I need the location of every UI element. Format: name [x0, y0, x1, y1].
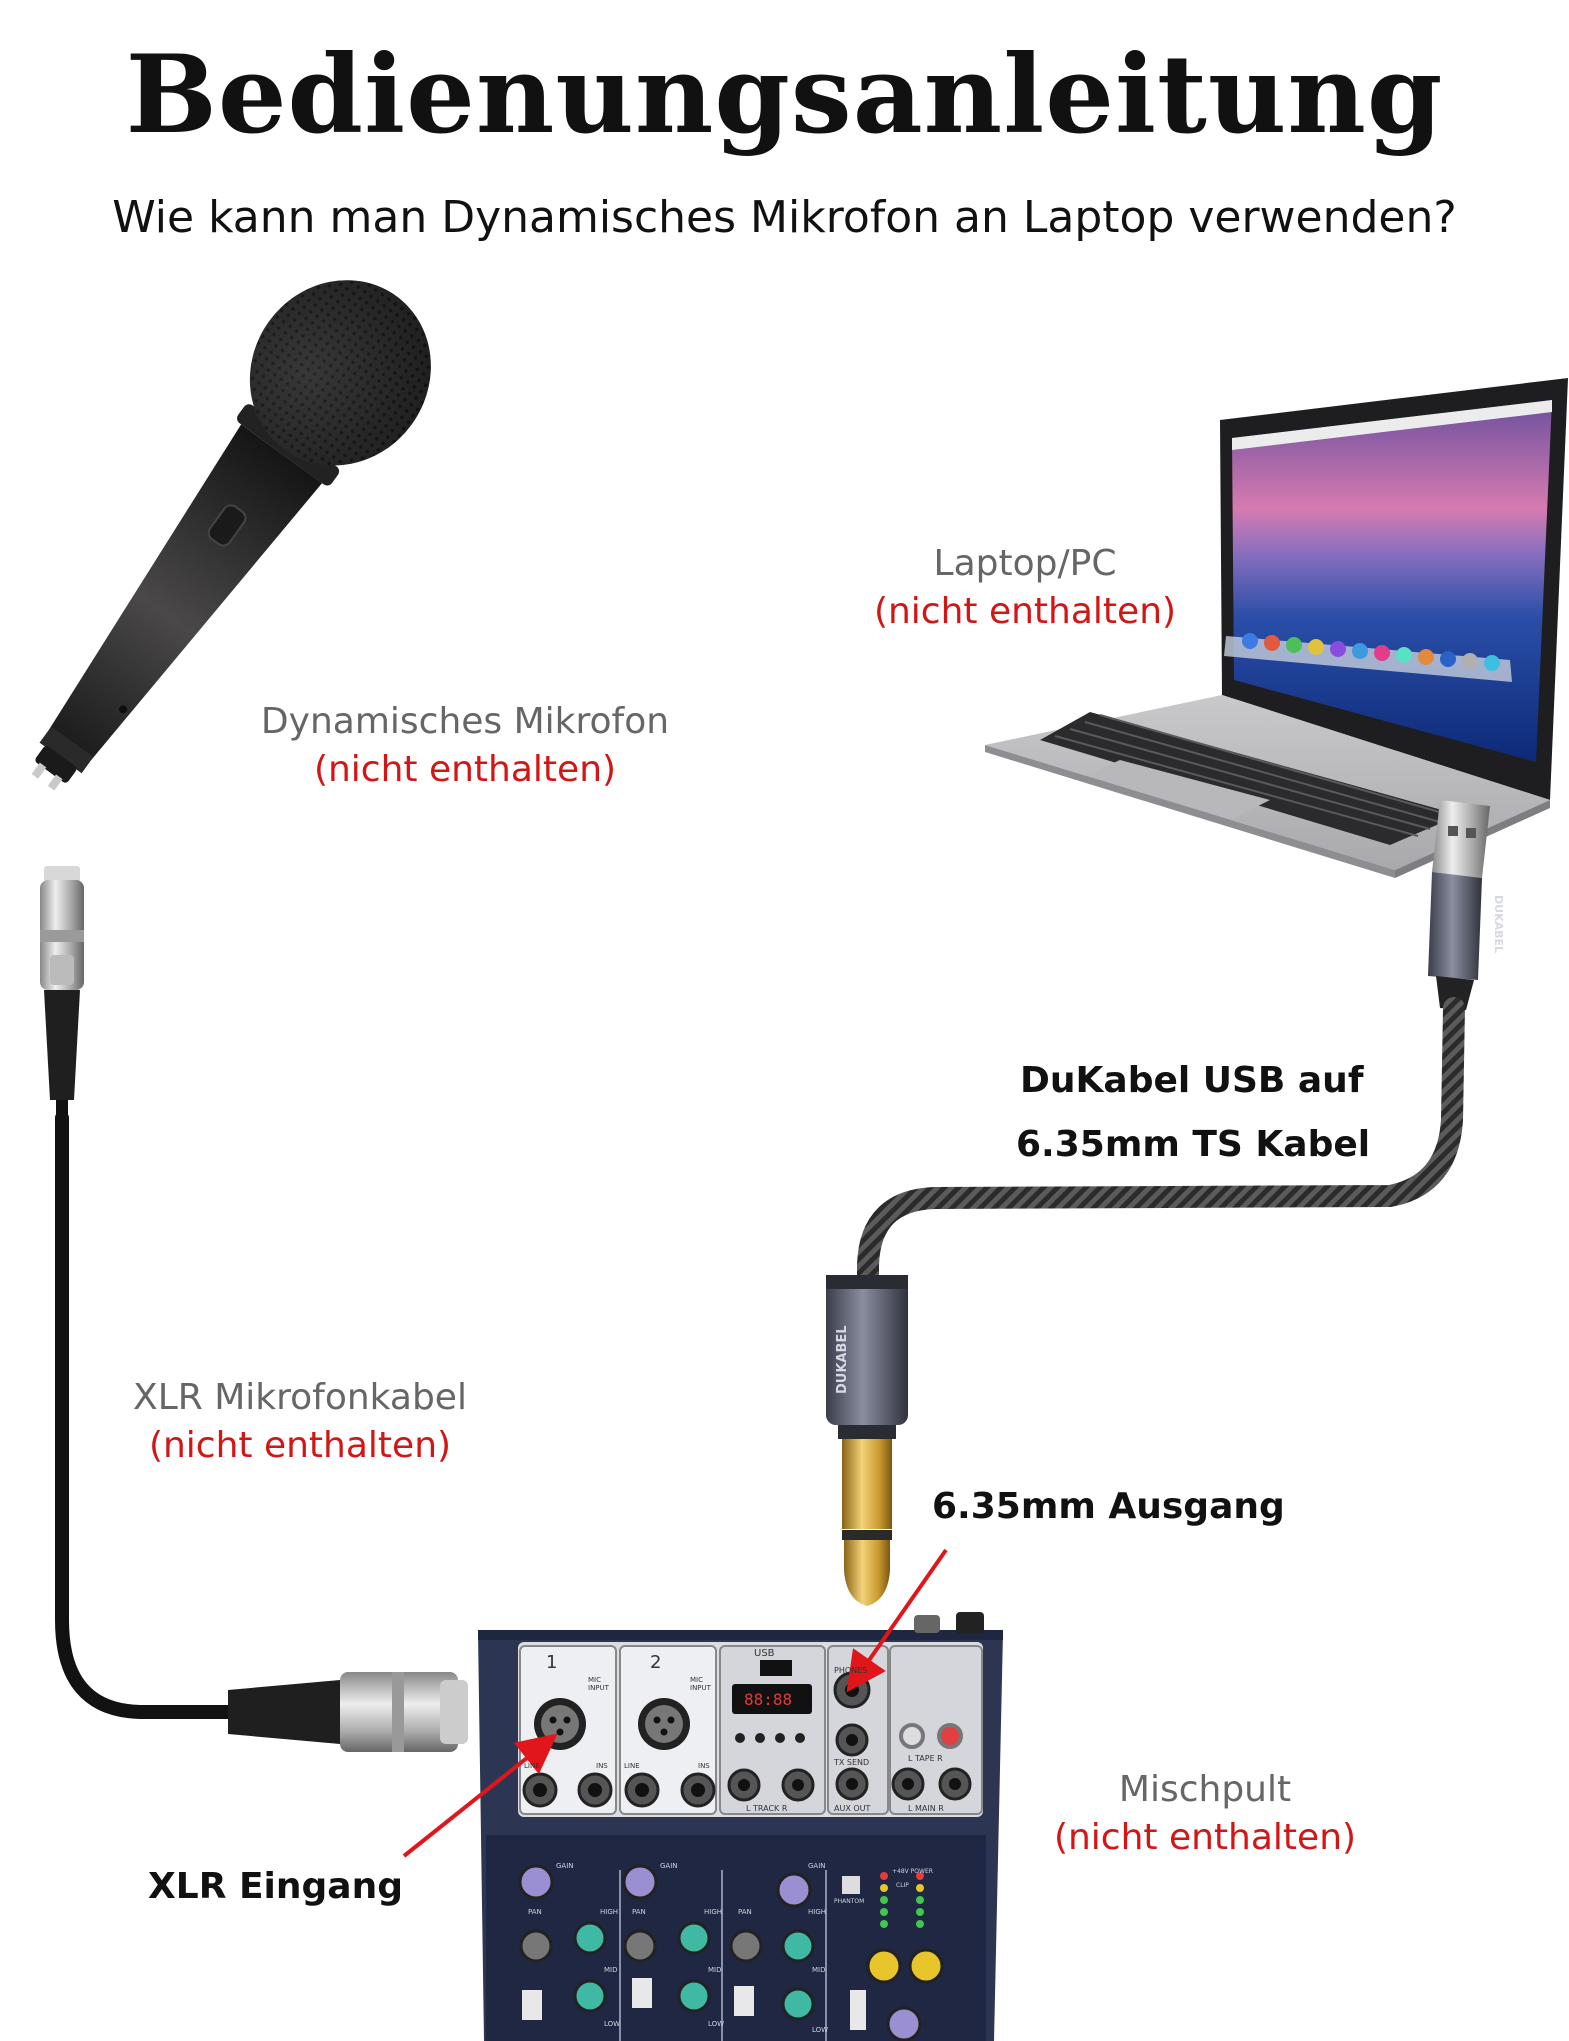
ch3-pan-label: PAN [738, 1908, 752, 1916]
plug-brand-text: DUKABEL [835, 1325, 850, 1395]
laptop-illustration [985, 378, 1568, 878]
ch1-gain-label: GAIN [556, 1862, 574, 1870]
mixer-illustration [478, 1612, 1003, 2041]
pointer-arrows [402, 1548, 948, 1858]
ch2-line-label: LINE [624, 1762, 640, 1770]
ch1-high-label: HIGH [600, 1908, 619, 1916]
ch2-low-label: LOW [708, 2020, 725, 2028]
microphone-note: (nicht enthalten) [313, 749, 617, 790]
ch1-low-label: LOW [604, 2020, 621, 2028]
ch3-gain-label: GAIN [808, 1862, 826, 1870]
microphone-illustration [31, 280, 431, 791]
ch1-ins-label: INS [596, 1762, 608, 1770]
ch1-mic-input-label: MIC INPUT [588, 1676, 609, 1692]
mixer-name: Mischpult [1118, 1769, 1292, 1810]
tx-send-label: TX SEND [834, 1758, 870, 1767]
usb-cable-label-line1: DuKabel USB auf [1020, 1060, 1364, 1101]
usb-port-label: USB [754, 1648, 775, 1659]
output-port-label: 6.35mm Ausgang [932, 1486, 1285, 1527]
mixer-note: (nicht enthalten) [1053, 1817, 1357, 1858]
ch3-high-label: HIGH [808, 1908, 827, 1916]
ch2-high-label: HIGH [704, 1908, 723, 1916]
ch3-mid-label: MID [812, 1966, 826, 1974]
main-label: L MAIN R [908, 1804, 944, 1813]
phones-label: PHONES [834, 1666, 868, 1675]
page-title: Bedienungsanleitung [125, 32, 1444, 158]
ch1-mid-label: MID [604, 1966, 618, 1974]
laptop-note: (nicht enthalten) [873, 591, 1177, 632]
xlr-cable-name: XLR Mikrofonkabel [133, 1377, 467, 1418]
usb-brand-text: DUKABEL [1492, 894, 1505, 953]
aux-out-label: AUX OUT [834, 1804, 871, 1813]
ch2-mic-input-label: MIC INPUT [690, 1676, 711, 1692]
clip-label: CLIP [896, 1882, 909, 1889]
xlr-cable-note: (nicht enthalten) [148, 1425, 452, 1466]
phantom-label: PHANTOM [834, 1898, 865, 1905]
page-subtitle: Wie kann man Dynamisches Mikrofon an Lap… [112, 192, 1457, 243]
laptop-name: Laptop/PC [933, 543, 1117, 584]
ch1-pan-label: PAN [528, 1908, 542, 1916]
microphone-label: Dynamisches Mikrofon (nicht enthalten) [245, 698, 685, 794]
ch1-line-label: LINE [524, 1762, 540, 1770]
ch2-gain-label: GAIN [660, 1862, 678, 1870]
track-label: L TRACK R [746, 1804, 788, 1813]
channel-1-number: 1 [546, 1652, 558, 1673]
mixer-label: Mischpult (nicht enthalten) [1040, 1766, 1370, 1862]
usb-cable-label-line2: 6.35mm TS Kabel [1016, 1124, 1371, 1165]
ch2-mid-label: MID [708, 1966, 722, 1974]
xlr-cable-illustration [40, 866, 468, 1752]
ch3-low-label: LOW [812, 2026, 829, 2034]
microphone-name: Dynamisches Mikrofon [260, 701, 670, 742]
laptop-label: Laptop/PC (nicht enthalten) [860, 540, 1190, 636]
ch2-ins-label: INS [698, 1762, 710, 1770]
power-label: +48V POWER [892, 1868, 933, 1875]
xlr-cable-label: XLR Mikrofonkabel (nicht enthalten) [100, 1374, 500, 1470]
usb-to-635mm-cable-illustration [826, 800, 1490, 1606]
channel-2-number: 2 [650, 1652, 662, 1673]
mixer-display: 88:88 [744, 1690, 793, 1709]
tape-label: L TAPE R [908, 1754, 943, 1763]
xlr-input-label: XLR Eingang [148, 1866, 403, 1907]
ch2-pan-label: PAN [632, 1908, 646, 1916]
